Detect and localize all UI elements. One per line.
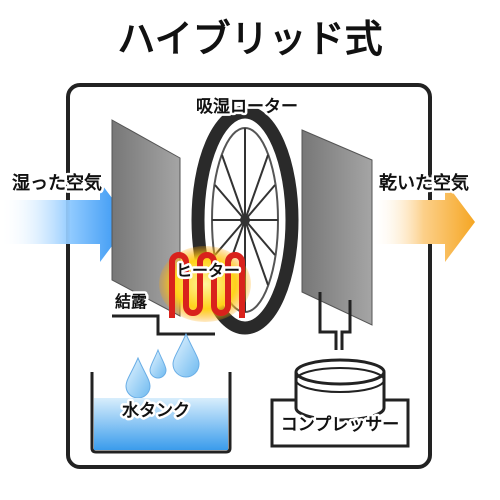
water-tank-label: 水タンク [122,400,190,421]
diagram-title: ハイブリッド式 [117,17,382,61]
inlet-arrow [0,182,130,262]
humid-air-label: 湿った空気 [12,172,102,194]
compressor-unit [294,358,386,422]
left-plate [111,119,181,317]
compressor-pipes [318,292,352,350]
tank-water [94,398,228,450]
outlet-arrow [372,182,475,262]
condensation-label: 結露 [115,292,148,311]
right-plate [301,129,373,326]
dry-air-label: 乾いた空気 [379,172,469,194]
heater-label: ヒーター [176,261,240,280]
refrigerant-loop [270,398,410,448]
water-droplet [172,332,200,378]
compressor-label: コンプレッサー [281,414,400,435]
rotor-label: 吸湿ローター [196,97,298,117]
heater-coil [169,252,245,318]
water-tank [90,372,232,454]
water-droplet [149,348,167,379]
